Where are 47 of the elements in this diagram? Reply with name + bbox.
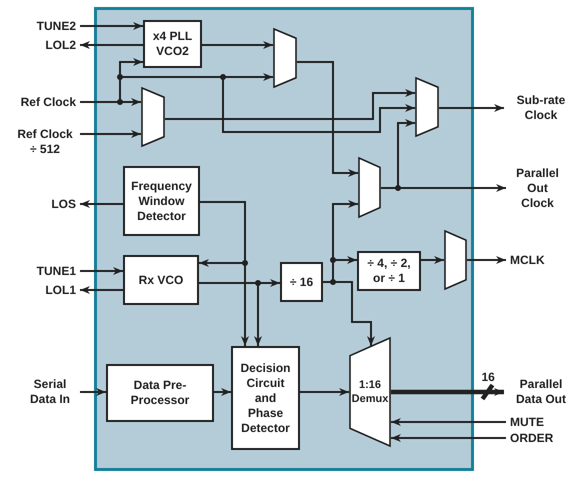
arrow	[80, 267, 123, 275]
signal-label: MUTE	[510, 415, 544, 430]
signal-label: LOS	[51, 197, 76, 212]
signal-label: TUNE1	[36, 264, 76, 279]
function-block: ÷ 4, ÷ 2, or ÷ 1	[357, 251, 421, 291]
signal-label: Serial Data In	[24, 377, 76, 407]
demultiplexer-block: 1:16 Demux	[349, 337, 391, 447]
arrow	[80, 41, 143, 49]
signal-label: Parallel Out Clock	[510, 166, 565, 211]
arrow	[80, 22, 143, 30]
edge-label: 16	[482, 370, 495, 384]
arrow	[80, 130, 141, 138]
multiplexer-symbol	[415, 77, 439, 137]
arrow	[421, 256, 444, 264]
arrow	[80, 286, 123, 294]
arrow	[214, 388, 231, 396]
signal-label: Ref Clock ÷ 512	[14, 127, 76, 157]
multiplexer-symbol	[273, 28, 297, 88]
signal-label: Sub-rate Clock	[508, 93, 574, 123]
multiplexer-symbol	[358, 157, 381, 218]
function-block: ÷ 16	[280, 262, 323, 302]
signal-label: Parallel Data Out	[508, 377, 574, 407]
signal-label: LOL2	[45, 38, 76, 53]
arrow	[391, 418, 506, 426]
function-block: Rx VCO	[123, 255, 199, 305]
signal-label: ORDER	[510, 431, 554, 446]
function-block: Decision Circuit and Phase Detector	[231, 346, 300, 450]
signal-label: Ref Clock	[20, 95, 76, 110]
arrow	[80, 388, 106, 396]
signal-label: LOL1	[45, 283, 76, 298]
arrow	[439, 104, 504, 112]
signal-label: TUNE2	[36, 19, 76, 34]
arrow	[297, 61, 358, 177]
arrow	[165, 89, 415, 120]
arrow	[202, 41, 273, 49]
multiplexer-symbol	[444, 230, 467, 290]
function-block: Data Pre-Processor	[106, 364, 214, 422]
function-block: Frequency Window Detector	[123, 166, 200, 236]
multiplexer-symbol	[141, 87, 165, 147]
function-block: x4 PLL VCO2	[143, 20, 202, 68]
arrow	[388, 382, 506, 402]
arrow	[391, 434, 506, 442]
chip-outline	[94, 7, 474, 471]
arrow	[467, 256, 506, 264]
arrow	[80, 200, 123, 208]
arrow	[300, 388, 349, 396]
signal-label: MCLK	[510, 253, 545, 268]
